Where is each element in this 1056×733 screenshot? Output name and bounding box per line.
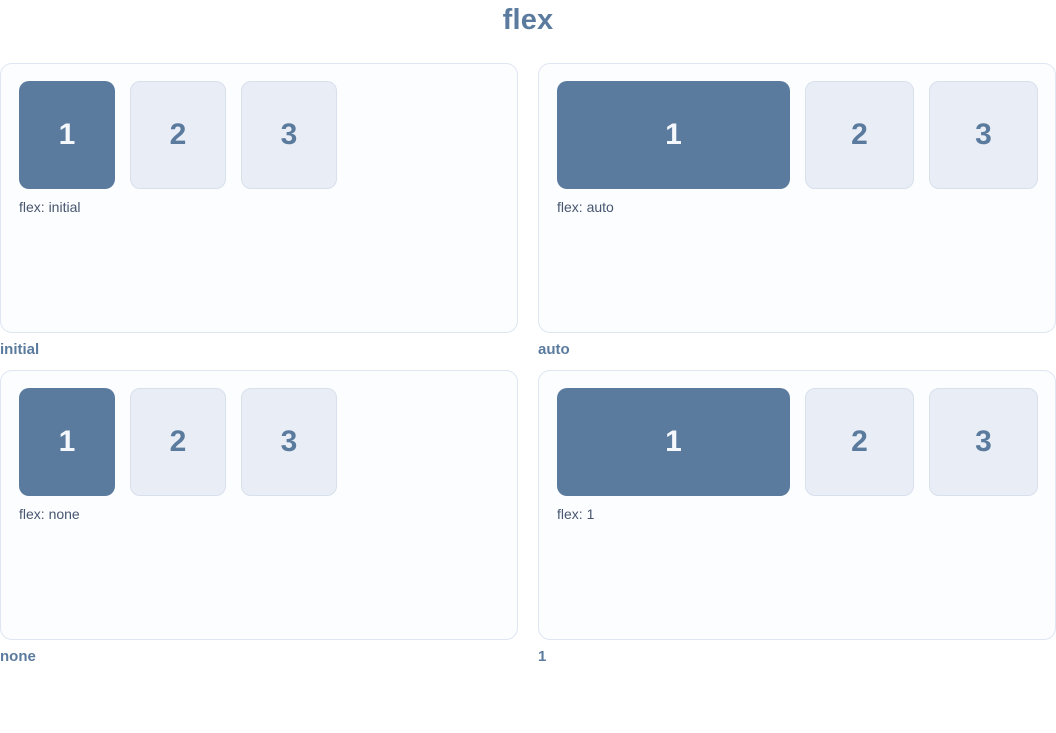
flex-item-1: 1 [557,388,790,496]
flex-item-1: 1 [19,81,115,189]
demo-cell-none: 1 2 3 flex: none none [0,370,518,665]
demo-cell-1: 1 2 3 flex: 1 1 [538,370,1056,665]
panel-caption: initial [0,341,40,358]
flex-item-3: 3 [241,388,337,496]
panel-flex-1: 1 2 3 flex: 1 [538,370,1056,640]
flex-value-label: flex: none [19,506,80,522]
flex-value-label: flex: auto [557,199,614,215]
flex-container: 1 2 3 [19,388,500,496]
panel-flex-auto: 1 2 3 flex: auto [538,63,1056,333]
panel-flex-none: 1 2 3 flex: none [0,370,518,640]
flex-item-1: 1 [19,388,115,496]
flex-item-2: 2 [130,81,226,189]
demo-grid: 1 2 3 flex: initial initial 1 2 3 flex: … [0,63,1056,665]
flex-item-2: 2 [805,81,914,189]
panel-caption: auto [538,341,570,358]
panel-caption: none [0,648,36,665]
demo-cell-initial: 1 2 3 flex: initial initial [0,63,518,358]
flex-item-2: 2 [130,388,226,496]
flex-item-1: 1 [557,81,790,189]
demo-cell-auto: 1 2 3 flex: auto auto [538,63,1056,358]
flex-value-label: flex: initial [19,199,81,215]
flex-value-label: flex: 1 [557,506,595,522]
flex-item-3: 3 [241,81,337,189]
flex-container: 1 2 3 [19,81,500,189]
flex-container: 1 2 3 [557,388,1038,496]
panel-flex-initial: 1 2 3 flex: initial [0,63,518,333]
panel-caption: 1 [538,648,547,665]
flex-container: 1 2 3 [557,81,1038,189]
flex-item-3: 3 [929,388,1038,496]
page-title: flex [502,4,554,36]
flex-item-2: 2 [805,388,914,496]
flex-item-3: 3 [929,81,1038,189]
